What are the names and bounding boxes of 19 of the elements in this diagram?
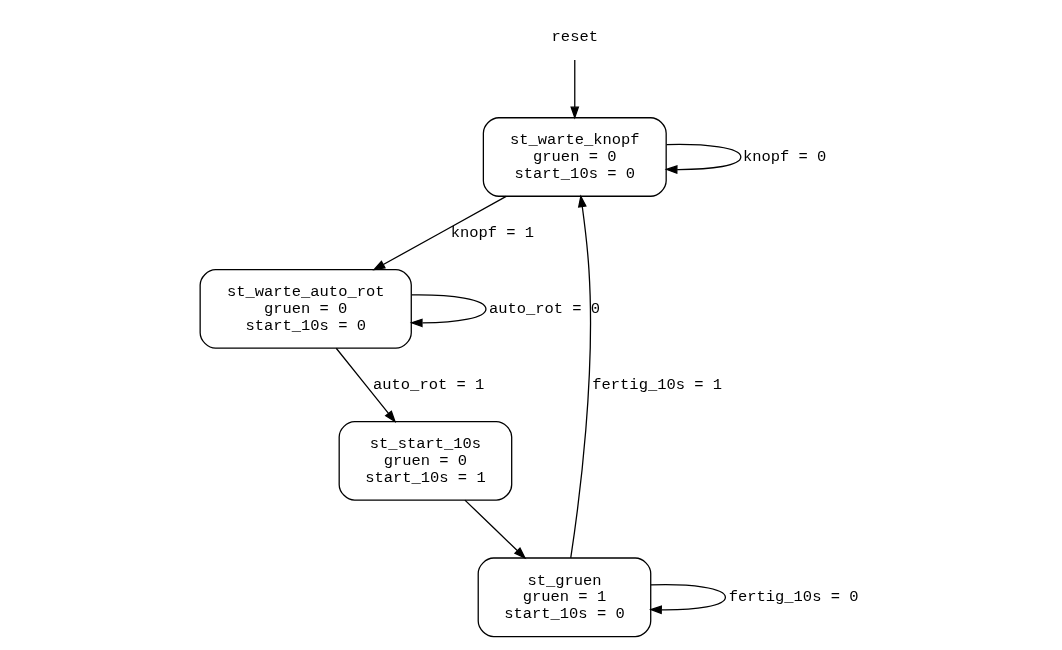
arrow	[335, 347, 397, 424]
edge-label: fertig_10s = 0	[728, 588, 859, 607]
edge-label: auto_rot = 1	[373, 375, 485, 394]
arrow	[570, 194, 592, 559]
arrow	[649, 584, 727, 615]
node-box: st_start_10s gruen = 0 start_10s = 1	[338, 420, 513, 501]
edge-label: knopf = 0	[742, 147, 827, 166]
arrow	[409, 294, 487, 328]
node-box: st_gruen gruen = 1 start_10s = 0	[477, 557, 652, 638]
node-box: st_warte_knopf gruen = 0 start_10s = 0	[482, 117, 667, 197]
arrow	[464, 499, 527, 560]
arrow	[570, 59, 580, 120]
edge-label: knopf = 1	[450, 223, 535, 242]
arrow	[372, 195, 507, 271]
node-box: st_warte_auto_rot gruen = 0 start_10s = 0	[199, 269, 412, 349]
edge-label: fertig_10s = 1	[592, 375, 723, 394]
node-text: reset	[551, 27, 598, 46]
edge-label: auto_rot = 0	[488, 299, 601, 318]
arrow	[664, 143, 742, 175]
